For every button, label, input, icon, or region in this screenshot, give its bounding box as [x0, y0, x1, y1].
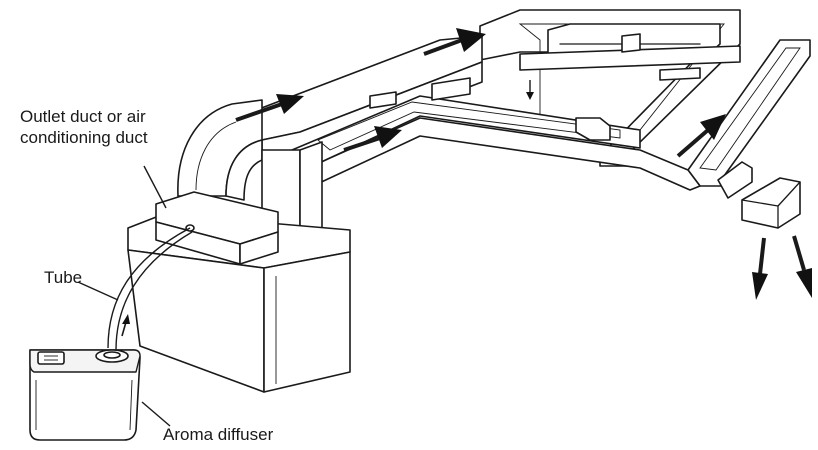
aroma-diffuser-label: Aroma diffuser	[163, 425, 274, 444]
tube-label: Tube	[44, 268, 83, 287]
aroma-diffuser-device	[29, 349, 141, 441]
outlet-duct-label-line1: Outlet duct or air	[20, 107, 146, 126]
outlet-duct-label: Outlet duct or air conditioning duct	[20, 106, 148, 148]
outlet-plenum	[155, 191, 279, 265]
arrow-icon	[676, 114, 726, 158]
aroma-leader-line	[141, 401, 171, 427]
arrow-icon	[526, 80, 534, 100]
arrow-icon	[235, 94, 304, 122]
tube-leader-line	[77, 281, 119, 301]
main-trunk-duct	[229, 35, 701, 193]
arrow-icon	[792, 235, 812, 298]
outlet-duct-label-line2: conditioning duct	[20, 128, 148, 147]
arrow-icon	[423, 28, 486, 56]
right-duct-run	[687, 39, 811, 229]
arrow-icon	[121, 314, 130, 337]
arrow-icon	[343, 126, 402, 152]
outlet-leader-line	[143, 165, 167, 209]
air-handling-unit	[127, 213, 351, 393]
tube	[107, 227, 193, 351]
elbow-duct	[177, 99, 263, 201]
arrow-icon	[752, 237, 768, 300]
